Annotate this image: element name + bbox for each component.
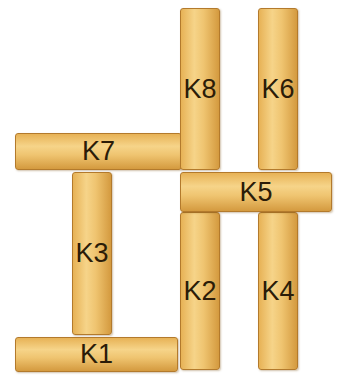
- wooden-stick: K4: [258, 212, 298, 370]
- stick-label: K7: [82, 138, 115, 165]
- stick-label: K3: [75, 240, 108, 267]
- wooden-stick: K7: [15, 133, 182, 170]
- stick-label: K8: [183, 76, 216, 103]
- stick-label: K4: [261, 278, 294, 305]
- wooden-stick: K3: [72, 172, 112, 335]
- wooden-stick: K1: [15, 337, 178, 372]
- wooden-stick: K6: [258, 8, 298, 170]
- wooden-stick: K2: [180, 212, 220, 370]
- wooden-stick: K5: [180, 172, 332, 212]
- wooden-stick: K8: [180, 8, 220, 170]
- stick-label: K6: [261, 76, 294, 103]
- stick-label: K1: [80, 341, 113, 368]
- stick-label: K2: [183, 278, 216, 305]
- stick-label: K5: [239, 179, 272, 206]
